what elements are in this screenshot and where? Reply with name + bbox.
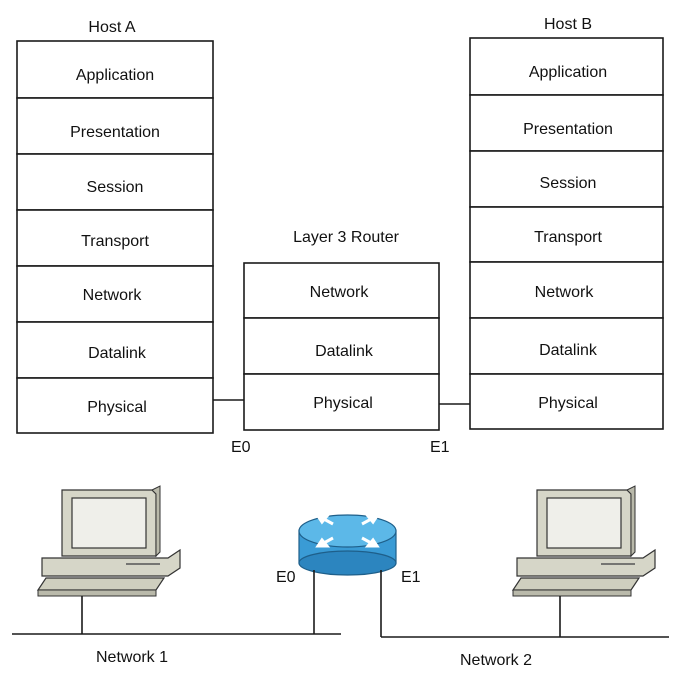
host-a-application-label: Application [76, 67, 154, 84]
host-b-transport-cell [469, 206, 664, 263]
router-right-port-label: E1 [430, 439, 450, 456]
host-b-physical-label: Physical [538, 395, 598, 412]
router-network-label: Network [310, 284, 370, 301]
host-b-transport-label: Transport [534, 229, 602, 246]
host-a-computer-icon [37, 485, 181, 597]
host-a-datalink-label: Datalink [88, 345, 147, 362]
router-bottom-right-port-label: E1 [401, 569, 421, 586]
host-b-presentation-cell [469, 94, 664, 152]
host-b-application-label: Application [529, 64, 607, 81]
router-physical-label: Physical [313, 395, 373, 412]
host-a-session-cell [16, 153, 214, 211]
host-a-transport-label: Transport [81, 233, 149, 250]
host-a-physical-cell [16, 377, 214, 434]
host-b-datalink-label: Datalink [539, 342, 598, 359]
host-a-presentation-cell [16, 97, 214, 155]
host-a-physical-label: Physical [87, 399, 147, 416]
router-stack: Layer 3 Router Network Datalink Physical… [231, 229, 450, 456]
host-b-network-label: Network [535, 284, 595, 301]
host-b-stack: Host B Application Presentation Session … [469, 16, 664, 430]
router-network-cell [243, 262, 440, 319]
host-a-network-label: Network [83, 287, 143, 304]
router-physical-cell [243, 373, 440, 431]
host-b-title: Host B [544, 16, 592, 33]
router-title: Layer 3 Router [293, 229, 400, 246]
host-a-session-label: Session [87, 179, 144, 196]
host-b-computer-icon [512, 485, 656, 597]
router-icon [298, 514, 397, 576]
host-b-session-label: Session [540, 175, 597, 192]
host-b-presentation-label: Presentation [523, 121, 613, 138]
host-b-application-cell [469, 37, 664, 96]
network-2-label: Network 2 [460, 652, 532, 669]
network-1-label: Network 1 [96, 649, 168, 666]
host-a-application-cell [16, 40, 214, 99]
host-a-transport-cell [16, 209, 214, 267]
router-datalink-label: Datalink [315, 343, 374, 360]
host-a-title: Host A [88, 19, 135, 36]
host-b-datalink-cell [469, 317, 664, 375]
router-left-port-label: E0 [231, 439, 251, 456]
host-a-presentation-label: Presentation [70, 124, 160, 141]
router-bottom-left-port-label: E0 [276, 569, 296, 586]
host-a-datalink-cell [16, 321, 214, 379]
host-a-stack: Host A Application Presentation Session … [16, 19, 214, 434]
host-b-physical-cell [469, 373, 664, 430]
